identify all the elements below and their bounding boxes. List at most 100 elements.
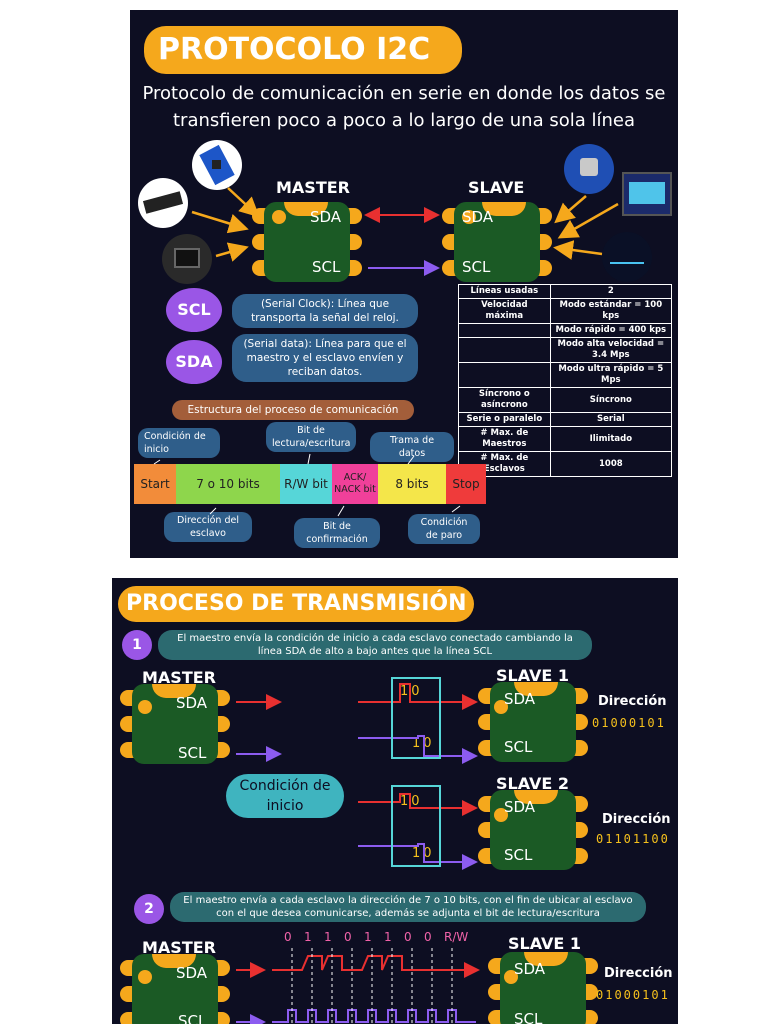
step2-direction-label: Dirección bbox=[604, 966, 673, 981]
spec-row: Modo ultra rápido = 5 Mps bbox=[458, 362, 673, 388]
spec-key bbox=[458, 337, 551, 363]
address-bit: 0 bbox=[344, 930, 352, 944]
master-scl-label: SCL bbox=[312, 258, 341, 276]
frame-cell: ACK/ NACK bit bbox=[332, 464, 378, 504]
spec-value: Modo estándar = 100 kps bbox=[549, 298, 673, 324]
microcontroller-photo bbox=[192, 140, 242, 190]
step-2-text: El maestro envía a cada esclavo la direc… bbox=[170, 892, 646, 922]
step2-master-chip: SDA SCL bbox=[120, 954, 230, 1024]
feed-arrow-6 bbox=[553, 240, 603, 260]
slave-sda-label: SDA bbox=[462, 208, 494, 226]
spec-value: Modo alta velocidad = 3.4 Mps bbox=[549, 337, 673, 363]
structure-title: Estructura del proceso de comunicación bbox=[172, 400, 414, 420]
step-2-number: 2 bbox=[134, 894, 164, 924]
step-1-number: 1 bbox=[122, 630, 152, 660]
slave-scl-label: SCL bbox=[462, 258, 491, 276]
step2-waveform bbox=[236, 948, 480, 1024]
step2-master-scl: SCL bbox=[178, 1012, 207, 1024]
subtitle-line-2: transfieren poco a poco a lo largo de un… bbox=[173, 110, 635, 131]
subtitle: Protocolo de comunicación en serie en do… bbox=[130, 80, 678, 134]
step2-master-sda: SDA bbox=[176, 964, 208, 982]
sda-circle: SDA bbox=[166, 340, 222, 384]
spec-key: Velocidad máxima bbox=[458, 298, 551, 324]
oled-photo bbox=[602, 232, 652, 282]
slave1-direction-label: Dirección bbox=[598, 694, 667, 709]
address-bit: 1 bbox=[384, 930, 392, 944]
master-sda-label: SDA bbox=[310, 208, 342, 226]
scl-circle: SCL bbox=[166, 288, 222, 332]
step1-slave1-chip: SDA SCL bbox=[478, 682, 588, 762]
spec-value: Síncrono bbox=[549, 387, 673, 413]
scl-waveform bbox=[272, 1009, 476, 1023]
spec-row: Modo rápido = 400 kps bbox=[458, 323, 673, 338]
step2-slave1-scl: SCL bbox=[514, 1010, 543, 1024]
feed-arrow-4 bbox=[554, 195, 587, 224]
step1-master-sda: SDA bbox=[176, 694, 208, 712]
subtitle-line-1: Protocolo de comunicación en serie en do… bbox=[142, 83, 666, 104]
step1-slave2-sda: SDA bbox=[504, 798, 536, 816]
step2-slave1-label: SLAVE 1 bbox=[508, 934, 582, 953]
spec-key: Serie o paralelo bbox=[458, 412, 551, 427]
step1-master-scl: SCL bbox=[178, 744, 207, 762]
start-condition-bubble: Condición de inicio bbox=[226, 774, 344, 818]
slave2-address: 01101100 bbox=[596, 832, 670, 846]
ack-bit-label: Bit de confirmación bbox=[294, 518, 380, 548]
address-bit: 0 bbox=[284, 930, 292, 944]
slave2-direction-label: Dirección bbox=[602, 812, 671, 827]
spec-key: # Max. de Maestros bbox=[458, 426, 551, 452]
address-bit: R/W bbox=[444, 930, 469, 944]
step1-slave2-label: SLAVE 2 bbox=[496, 774, 570, 793]
start-condition-label: Condición de inicio bbox=[138, 428, 220, 458]
slave-chip: SDA SCL bbox=[442, 202, 552, 282]
slave-label: SLAVE bbox=[468, 178, 525, 197]
step2-master-label: MASTER bbox=[142, 938, 216, 957]
address-bit: 1 bbox=[364, 930, 372, 944]
frame-cell: R/W bit bbox=[280, 464, 332, 504]
address-bit: 0 bbox=[404, 930, 412, 944]
sda-description: (Serial data): Línea para que el maestro… bbox=[232, 334, 418, 382]
feed-arrow-2 bbox=[191, 210, 249, 234]
transmission-title: PROCESO DE TRANSMISIÓN bbox=[118, 586, 474, 622]
spec-key: Líneas usadas bbox=[458, 284, 551, 299]
spec-value: 2 bbox=[549, 284, 673, 299]
stop-condition-label: Condición de paro bbox=[408, 514, 480, 544]
feed-arrow-1 bbox=[227, 187, 260, 218]
step2-address: 01000101 bbox=[596, 988, 670, 1002]
step1-slave2-scl: SCL bbox=[504, 846, 533, 864]
step2-slave1-chip: SDA SCL bbox=[488, 952, 598, 1024]
step-1-text: El maestro envía la condición de inicio … bbox=[158, 630, 592, 660]
connection-arrows bbox=[191, 187, 619, 276]
spec-key: Síncrono o asíncrono bbox=[458, 387, 551, 413]
data-frame-label: Trama de datos bbox=[370, 432, 454, 462]
spec-key bbox=[458, 362, 551, 388]
i2c-protocol-panel: PROTOCOLO I2C Protocolo de comunicación … bbox=[130, 10, 678, 558]
spec-value: 1008 bbox=[549, 451, 673, 477]
step1-master-chip: SDA SCL bbox=[120, 684, 230, 764]
frame-pointer-lines bbox=[153, 453, 461, 517]
module-photo bbox=[162, 234, 212, 284]
master-chip: SDA SCL bbox=[252, 202, 362, 282]
spec-row: Modo alta velocidad = 3.4 Mps bbox=[458, 337, 673, 363]
address-bit: 0 bbox=[424, 930, 432, 944]
spec-value: Serial bbox=[549, 412, 673, 427]
sensor-photo bbox=[564, 144, 614, 194]
step1-slave1-sda: SDA bbox=[504, 690, 536, 708]
step1-master-label: MASTER bbox=[142, 668, 216, 687]
address-bit: 1 bbox=[324, 930, 332, 944]
spec-value: Modo ultra rápido = 5 Mps bbox=[549, 362, 673, 388]
step1-slave2-chip: SDA SCL bbox=[478, 790, 588, 870]
lcd-photo bbox=[622, 172, 672, 216]
address-bit: 1 bbox=[304, 930, 312, 944]
frame-cell: Stop bbox=[446, 464, 486, 504]
